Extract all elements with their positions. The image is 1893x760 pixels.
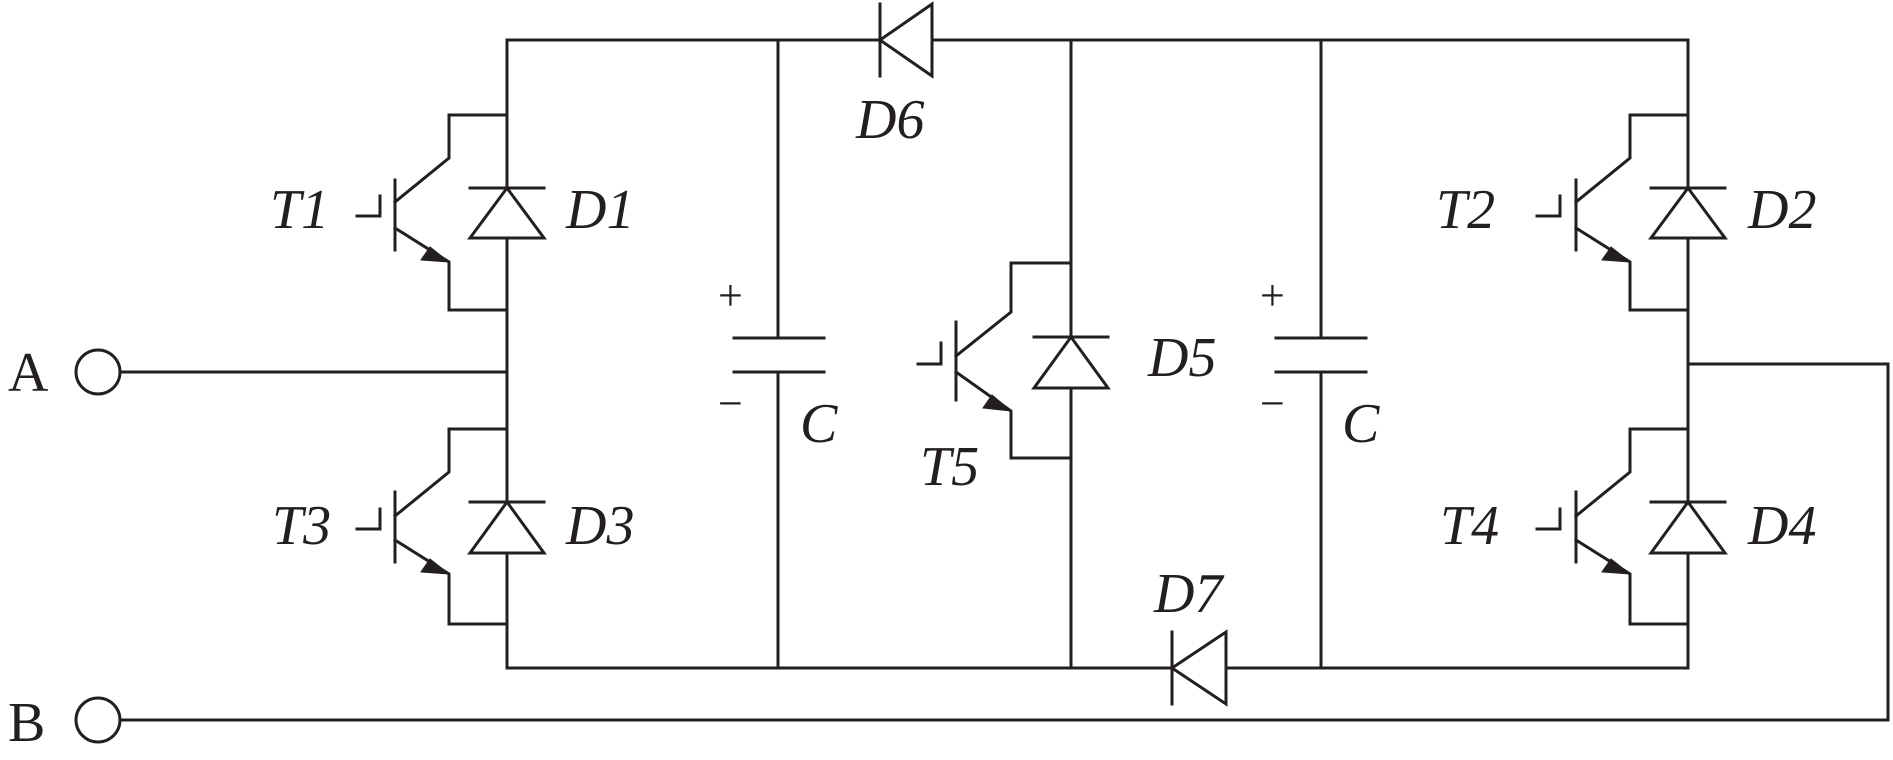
c-right-label: C: [1342, 393, 1380, 455]
d2-symbol: [1648, 185, 1728, 240]
t2-gate: [1535, 194, 1562, 218]
capacitor-right: + − C: [1260, 271, 1380, 455]
t4-label: T4: [1440, 495, 1499, 557]
t4-gate: [1535, 507, 1562, 531]
d1-label: D1: [565, 179, 634, 241]
terminal-b-label: B: [8, 692, 45, 754]
t5-collector: [953, 261, 1073, 359]
d6-label: D6: [855, 89, 924, 151]
switch-cell-t2: [1535, 113, 1728, 312]
t2-emitter: [1573, 225, 1690, 312]
t5-gate: [916, 341, 943, 366]
c-right-plus: +: [1260, 271, 1285, 320]
switch-cell-t3: [355, 427, 547, 626]
c-left-plus: +: [718, 271, 743, 320]
t3-collector: [392, 427, 509, 519]
terminal-b: B: [8, 692, 122, 754]
c-left-minus: −: [718, 379, 743, 428]
t1-gate: [355, 194, 382, 218]
t3-label: T3: [272, 495, 331, 557]
t1-label: T1: [270, 179, 329, 241]
terminal-a: A: [8, 342, 122, 404]
t5-emitter: [953, 369, 1073, 460]
capacitor-left: + − C: [718, 271, 838, 455]
t3-emitter-arrow: [420, 558, 451, 575]
t3-emitter: [392, 537, 509, 626]
diode-d6: [877, 1, 934, 79]
d5-symbol: [1031, 334, 1111, 390]
switch-cell-t1: [355, 113, 547, 312]
t5-emitter-arrow: [982, 394, 1013, 412]
diode-d7: [1169, 629, 1228, 707]
d4-symbol: [1648, 499, 1728, 555]
c-right-minus: −: [1260, 379, 1285, 428]
t1-emitter: [392, 225, 509, 312]
c-left-label: C: [800, 393, 838, 455]
t1-emitter-arrow: [420, 246, 451, 263]
t2-label: T2: [1436, 179, 1495, 241]
d5-label: D5: [1147, 327, 1216, 389]
d7-label: D7: [1153, 563, 1224, 625]
terminal-a-label: A: [8, 342, 49, 404]
d6-symbol: [877, 1, 934, 79]
switch-cell-t5: [916, 261, 1111, 460]
t4-emitter: [1573, 537, 1690, 626]
d3-symbol: [467, 499, 547, 555]
d2-label: D2: [1747, 179, 1816, 241]
t3-gate: [355, 507, 382, 531]
t1-collector: [392, 113, 509, 205]
d7-symbol: [1169, 629, 1228, 707]
terminal-b-circle: [74, 696, 122, 744]
t5-label: T5: [920, 436, 979, 498]
wiring: [118, 38, 1890, 722]
t2-collector: [1573, 113, 1690, 205]
component-labels: T1 D1 T3 D3 T2 D2 T4 D4 T5 D5 D6 D7: [270, 89, 1816, 625]
d3-label: D3: [565, 495, 634, 557]
t2-emitter-arrow: [1601, 246, 1632, 263]
d1-symbol: [467, 185, 547, 240]
switch-cell-t4: [1535, 427, 1728, 626]
terminal-a-circle: [74, 348, 122, 396]
t4-collector: [1573, 427, 1690, 519]
d4-label: D4: [1747, 495, 1816, 557]
t4-emitter-arrow: [1601, 558, 1632, 575]
